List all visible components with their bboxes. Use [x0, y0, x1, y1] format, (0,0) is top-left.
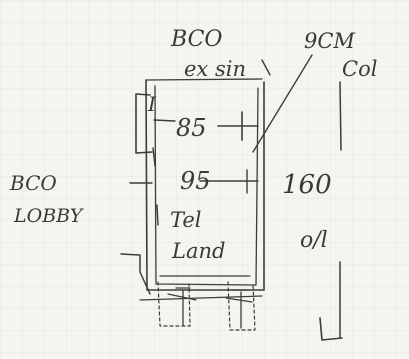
side-note-line2: LOBBY [13, 205, 85, 227]
base-detail [157, 281, 256, 331]
cross-marks [199, 111, 259, 194]
side-note-line1: BCO [9, 171, 57, 195]
leader-tick [261, 59, 271, 76]
overall-height-value: 160 [282, 170, 332, 200]
dimension-upper: 85 [176, 114, 207, 142]
column-outline [139, 78, 265, 301]
top-note-line2: ex sin [184, 57, 246, 81]
section-mark: I [147, 92, 157, 116]
left-bracket [120, 93, 176, 295]
central-label-line2: Land [171, 239, 225, 263]
central-label-line1: Tel [170, 208, 202, 232]
right-note-line2: Col [342, 57, 377, 81]
overall-height-note: o/l [300, 228, 328, 253]
top-note-line1: BCO [170, 27, 222, 52]
right-note-line1: 9CM [304, 29, 355, 53]
dimension-middle: 95 [180, 167, 211, 195]
overall-height-line [319, 81, 343, 341]
leader-line [252, 54, 313, 153]
